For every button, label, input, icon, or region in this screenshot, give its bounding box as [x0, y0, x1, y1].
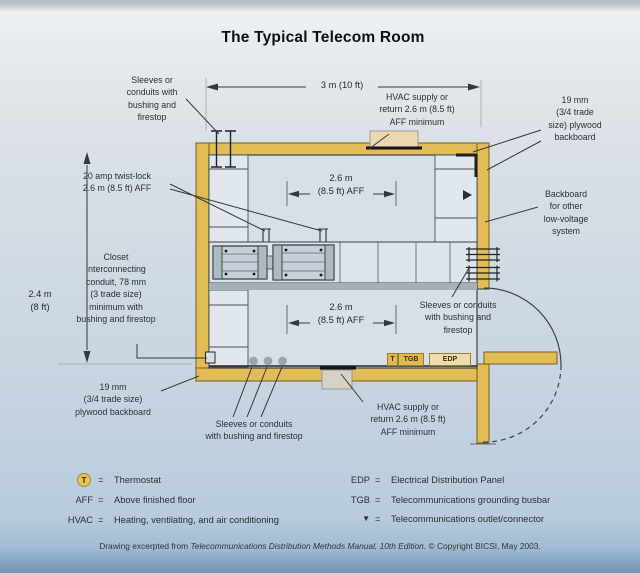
- dimension-lines: [83, 83, 480, 363]
- label-sleeves-bottom: Sleeves or conduits with bushing and fir…: [205, 419, 303, 442]
- label-hvac-top: HVAC supply or return 2.6 m (8.5 ft) AFF…: [379, 92, 455, 127]
- legend-value: Thermostat: [114, 475, 162, 485]
- legend-equals: =: [98, 475, 104, 485]
- label-plywood-top-right: 19 mm (3/4 trade size) plywood backboard: [548, 95, 602, 143]
- label-backboard-right: Backboard for other low-voltage system: [543, 189, 589, 237]
- label-twist-lock: 20 amp twist-lock 2.6 m (8.5 ft) AFF: [82, 171, 152, 194]
- credit-line: Drawing excerpted from Telecommunication…: [0, 541, 640, 551]
- legend-equals: =: [98, 495, 104, 505]
- legend-value: Electrical Distribution Panel: [391, 475, 505, 485]
- thermostat-icon: T: [77, 473, 91, 487]
- legend-equals: =: [98, 515, 104, 525]
- legend-equals: =: [375, 495, 381, 505]
- label-closet-conduit: Closet interconnecting conduit, 78 mm (3…: [76, 252, 156, 325]
- credit-source: Telecommunications Distribution Methods …: [190, 541, 427, 551]
- witness-lines: [58, 78, 482, 365]
- label-sleeves-top-left: Sleeves or conduits with bushing and fir…: [126, 75, 178, 123]
- rack-shadow: [209, 283, 477, 290]
- legend-equals: =: [375, 514, 381, 524]
- room-walls: [195, 142, 558, 444]
- legend-key: TGB: [350, 495, 370, 505]
- dimension-aff-bottom-label: 2.6 m (8.5 ft) AFF: [317, 302, 365, 325]
- label-sleeves-right: Sleeves or conduits with bushing and fir…: [419, 300, 497, 335]
- thermostat-tag: T: [387, 353, 398, 366]
- floor-sleeve-dots-icon: [249, 356, 287, 366]
- legend-value: Telecommunications outlet/connector: [391, 514, 544, 524]
- leader-lines: [136, 98, 542, 418]
- edp-tag: EDP: [429, 353, 471, 366]
- dimension-height-label: 2.4 m (8 ft): [28, 289, 52, 312]
- door-leaf: [476, 363, 490, 444]
- page-title: The Typical Telecom Room: [221, 29, 425, 46]
- equipment-rack: [212, 244, 335, 281]
- twist-lock-outlet-icon: [261, 228, 328, 242]
- label-hvac-bottom: HVAC supply or return 2.6 m (8.5 ft) AFF…: [370, 402, 446, 437]
- conduit-sleeve-icon: [466, 247, 500, 282]
- hvac-opening-icon: [320, 130, 422, 390]
- legend-value: Above finished floor: [114, 495, 196, 505]
- credit-prefix: Drawing excerpted from: [99, 541, 191, 551]
- legend-key: HVAC: [67, 515, 93, 525]
- legend-key: AFF: [75, 495, 93, 505]
- dimension-aff-top-label: 2.6 m (8.5 ft) AFF: [317, 173, 365, 196]
- door-header-wall: [483, 351, 558, 365]
- plywood-backboard-edge: [456, 153, 478, 177]
- outlet-triangle-icon: ▼: [362, 514, 370, 523]
- credit-copyright: © Copyright BICSI, May 2003.: [426, 541, 541, 551]
- legend-value: Telecommunications grounding busbar: [391, 495, 551, 505]
- legend-key: EDP: [350, 475, 370, 485]
- tgb-tag: TGB: [398, 353, 424, 366]
- legend-value: Heating, ventilating, and air conditioni…: [114, 515, 279, 525]
- dimension-width-label: 3 m (10 ft): [320, 80, 364, 90]
- door-swing-icon: [470, 287, 562, 445]
- legend-equals: =: [375, 475, 381, 485]
- label-plywood-bottom-left: 19 mm (3/4 trade size) plywood backboard: [75, 382, 151, 417]
- outlet-triangle-icon: [463, 190, 472, 200]
